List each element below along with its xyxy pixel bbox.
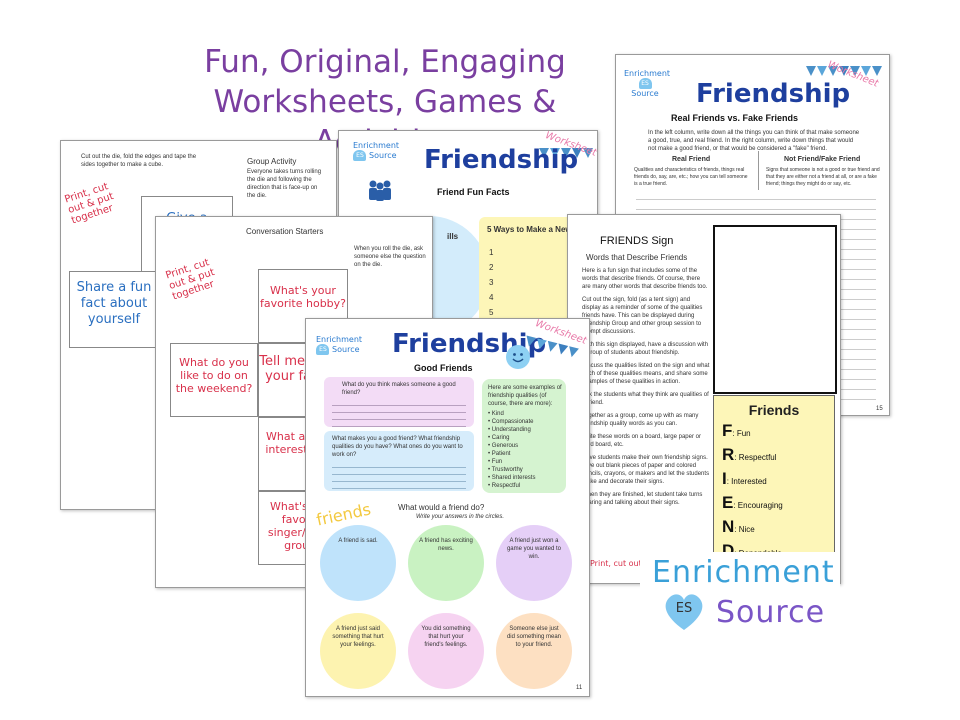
page-subtitle: Friend Fun Facts bbox=[437, 187, 510, 197]
col1-heading: Real Friend bbox=[672, 156, 711, 163]
sign-blank-panel bbox=[713, 225, 837, 394]
qualities-box: Here are some examples of friendship qua… bbox=[482, 379, 566, 493]
conv-title: Conversation Starters bbox=[246, 227, 324, 236]
print-note: Print, cut out & d bbox=[590, 559, 659, 568]
col2-heading: Not Friend/Fake Friend bbox=[784, 156, 861, 163]
col1-desc: Qualities and characteristics of friends… bbox=[634, 167, 748, 187]
circles-subheading: Write your answers in the circles. bbox=[416, 514, 505, 520]
die-face-2: What do you like to do on the weekend? bbox=[170, 343, 258, 417]
page-friends-sign: FRIENDS Sign Words that Describe Friends… bbox=[567, 214, 841, 584]
question-box-2: What makes you a good friend? What frien… bbox=[324, 431, 474, 491]
sign-letter-n: N: Nice bbox=[722, 517, 755, 536]
die-face-1: What's your favorite hobby? bbox=[258, 269, 348, 343]
scenario-circle: A friend is sad. bbox=[320, 525, 396, 601]
brand-line2: Source bbox=[716, 595, 826, 630]
enrichment-logo: Enrichment ES Source bbox=[353, 141, 400, 161]
page-title: Friendship bbox=[424, 145, 579, 175]
scenario-circle: You did something that hurt your friend'… bbox=[408, 613, 484, 689]
page-title: Friendship bbox=[696, 79, 851, 109]
conv-roll-text: When you roll the die, ask someone else … bbox=[354, 246, 426, 268]
bunting-icon bbox=[539, 145, 594, 165]
page-subtitle: Real Friends vs. Fake Friends bbox=[671, 113, 799, 123]
heart-icon: ES bbox=[638, 78, 652, 89]
col2-desc: Signs that someone is not a good or true… bbox=[766, 167, 880, 187]
page-subtitle: Good Friends bbox=[414, 363, 473, 373]
sign-letter-r: R: Respectful bbox=[722, 445, 777, 464]
headline-line1: Fun, Original, Engaging bbox=[204, 44, 566, 80]
print-note: Print, cut out & put together bbox=[63, 181, 116, 227]
sign-instructions: Here is a fun sign that includes some of… bbox=[582, 268, 710, 506]
brand-heart-icon: ES bbox=[662, 592, 706, 632]
friends-people-icon bbox=[365, 179, 395, 201]
group-text: Everyone takes turns rolling the die and… bbox=[247, 169, 322, 199]
scenario-circle: A friend just won a game you wanted to w… bbox=[496, 525, 572, 601]
sign-title: FRIENDS Sign bbox=[600, 235, 674, 247]
heart-icon: ES bbox=[316, 344, 330, 355]
scenario-circle: A friend just said something that hurt y… bbox=[320, 613, 396, 689]
enrichment-logo: Enrichment ES Source bbox=[624, 69, 671, 98]
sign-letters: F: Fun R: Respectful I: Interested E: En… bbox=[714, 420, 834, 564]
headline: Fun, Original, Engaging Worksheets, Game… bbox=[150, 42, 620, 162]
sign-subtitle: Words that Describe Friends bbox=[586, 253, 688, 262]
print-note: Print, cut out & put together bbox=[164, 257, 217, 303]
bunting-icon bbox=[806, 63, 883, 83]
intro-text: In the left column, write down all the t… bbox=[648, 130, 860, 152]
ways-heading: 5 Ways to Make a New bbox=[487, 225, 572, 234]
enrichment-logo: Enrichment ES Source bbox=[316, 335, 363, 355]
ways-list: 1 2 3 4 5 bbox=[489, 248, 494, 317]
brand-line1: Enrichment bbox=[652, 555, 835, 590]
page-number: 11 bbox=[576, 685, 583, 691]
die-face-main-text: Share a fun fact about yourself bbox=[76, 280, 152, 327]
die-face-main: Share a fun fact about yourself bbox=[69, 271, 159, 348]
smiley-icon bbox=[506, 345, 530, 369]
sign-letter-i: I: Interested bbox=[722, 469, 767, 488]
sign-letter-e: E: Encouraging bbox=[722, 493, 783, 512]
question-box-1: What do you think makes someone a good f… bbox=[324, 377, 474, 427]
qualities-list: • Kind • Compassionate • Understanding •… bbox=[488, 411, 536, 489]
group-heading: Group Activity bbox=[247, 157, 297, 166]
die-instructions: Cut out the die, fold the edges and tape… bbox=[81, 154, 197, 168]
sign-letter-f: F: Fun bbox=[722, 421, 751, 440]
page-number: 15 bbox=[876, 406, 883, 412]
sign-heading: Friends bbox=[748, 402, 800, 418]
heart-icon: ES bbox=[353, 150, 367, 161]
enrichment-source-logo: Enrichment ES Source bbox=[640, 552, 840, 652]
circles-heading: What would a friend do? bbox=[398, 503, 485, 512]
page-good-friends: Enrichment ES Source Friendship Good Fri… bbox=[305, 318, 590, 697]
scenario-circle: A friend has exciting news. bbox=[408, 525, 484, 601]
scenario-circle: Someone else just did something mean to … bbox=[496, 613, 572, 689]
friends-sign-card: Friends F: Fun R: Respectful I: Interest… bbox=[713, 395, 835, 560]
